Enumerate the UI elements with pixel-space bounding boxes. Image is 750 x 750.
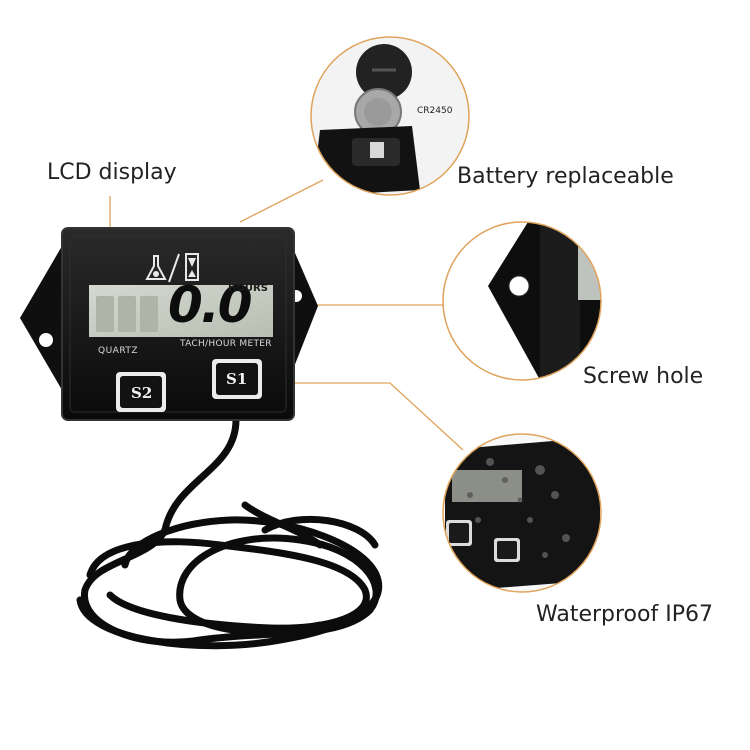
lcd-reading: 0.0 — [168, 276, 253, 334]
hourglass-icon — [185, 253, 199, 281]
lcd-display-label: LCD display — [47, 160, 177, 185]
screw-inset-ring — [442, 221, 602, 381]
waterproof-inset — [443, 434, 601, 592]
cable — [76, 416, 383, 650]
lcd-unit-hours: HOURS — [228, 283, 268, 294]
callout-line-battery — [239, 179, 324, 223]
lcd-ghost-digits — [96, 296, 158, 332]
meter-device — [20, 227, 318, 421]
waterproof-label: Waterproof IP67 — [536, 602, 713, 627]
meter-type-label: TACH/HOUR METER — [180, 339, 272, 349]
battery-inset-ring — [310, 36, 470, 196]
callout-line-waterproof — [274, 382, 464, 451]
screw-hole-label: Screw hole — [583, 364, 704, 389]
battery-model-label: CR2450 — [417, 106, 453, 116]
screw-hole-left — [39, 333, 53, 347]
tach-icon — [145, 255, 167, 280]
waterproof-inset-ring — [442, 433, 602, 593]
button-s2-label: S2 — [131, 384, 153, 402]
battery-replaceable-label: Battery replaceable — [457, 164, 674, 189]
screw-hole-closeup — [508, 275, 530, 297]
button-s1-label: S1 — [226, 370, 248, 388]
brand-quartz: QUARTZ — [98, 346, 139, 356]
battery-inset — [311, 37, 469, 195]
